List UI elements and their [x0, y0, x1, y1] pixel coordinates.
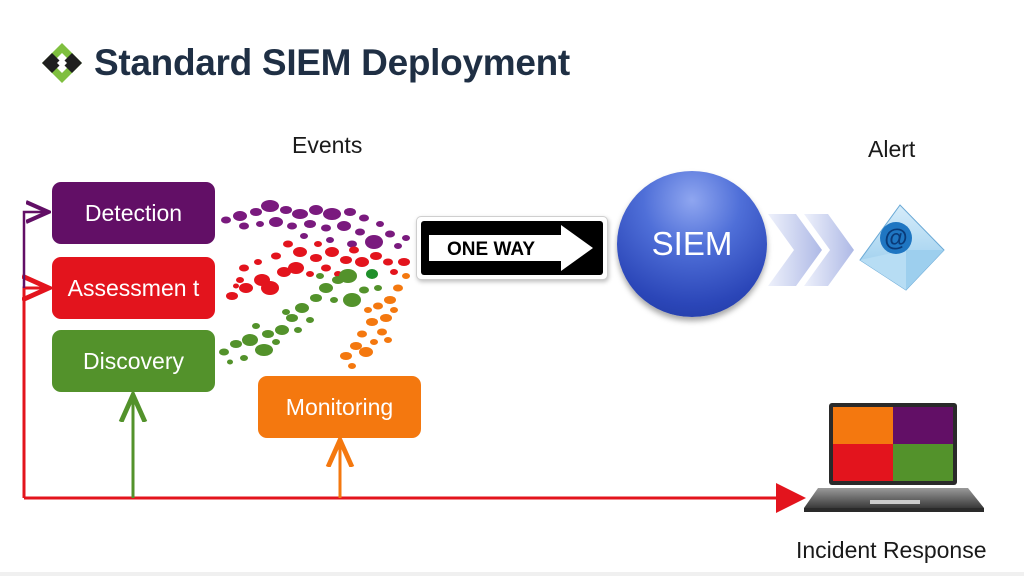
one-way-text: ONE WAY — [447, 239, 535, 260]
email-at-icon: @ — [859, 204, 945, 291]
assessment-box: Assessmen t — [52, 257, 215, 319]
title-bar: Standard SIEM Deployment — [40, 38, 570, 88]
siem-node: SIEM — [617, 171, 767, 317]
events-dots-green — [219, 269, 382, 365]
double-chevron-icon — [768, 214, 854, 286]
one-way-sign-background: ONE WAY — [421, 221, 603, 275]
alert-label: Alert — [868, 136, 916, 162]
svg-text:@: @ — [884, 225, 907, 252]
events-dots-red — [226, 240, 410, 300]
detection-box: Detection — [52, 182, 215, 244]
siem-label: SIEM — [651, 225, 733, 262]
one-way-arrow-icon — [429, 225, 593, 271]
events-dots-orange — [340, 273, 410, 369]
discovery-box: Discovery — [52, 330, 215, 392]
events-dots-purple — [221, 200, 410, 249]
incident-response-label: Incident Response — [796, 537, 987, 563]
laptop-icon — [804, 403, 984, 512]
footer-divider — [0, 572, 1024, 576]
diamond-logo-icon — [42, 43, 82, 83]
monitoring-box: Monitoring — [258, 376, 421, 438]
page-title: Standard SIEM Deployment — [94, 42, 570, 83]
feedback-lines — [24, 212, 806, 513]
events-label: Events — [292, 132, 363, 158]
one-way-sign: ONE WAY — [416, 216, 608, 280]
